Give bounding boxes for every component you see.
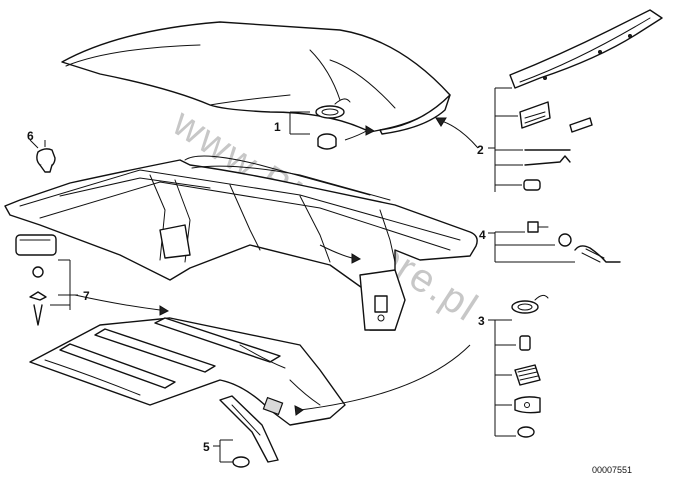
callout-4: 4 [479, 228, 486, 242]
arrow-part-7 [74, 294, 161, 311]
soft-top-cover [61, 21, 451, 135]
callout-1: 1 [274, 120, 281, 134]
callout-7: 7 [83, 289, 90, 303]
top-frame [4, 155, 478, 331]
callout-5: 5 [203, 440, 210, 454]
part-6-knob [36, 140, 56, 173]
leader-6 [29, 139, 39, 149]
part-1-clip-set [315, 98, 351, 150]
leader-3 [488, 319, 516, 437]
arrow-head-icon [351, 253, 362, 264]
arrow-frame-link [319, 244, 353, 259]
arrow-part-1 [344, 129, 369, 141]
leader-2 [488, 87, 523, 192]
part-7-clips [15, 234, 57, 326]
callout-6: 6 [27, 129, 34, 143]
part-4-spring-set [527, 221, 621, 263]
leader-4 [488, 231, 575, 263]
part-3-set [511, 294, 549, 438]
arrow-head-icon [159, 305, 170, 316]
arrow-head-icon [365, 125, 376, 136]
leader-7 [50, 259, 78, 310]
callout-2: 2 [477, 143, 484, 157]
headliner-lining [29, 317, 346, 426]
callout-3: 3 [478, 314, 485, 328]
arrow-head-icon [435, 117, 447, 127]
diagram-code: 00007551 [592, 465, 632, 475]
leader-1 [289, 111, 310, 135]
part-2-set [509, 9, 663, 191]
leader-5 [213, 439, 233, 463]
part-5-bracket [219, 395, 279, 468]
arrow-lining-link [299, 344, 471, 411]
arrow-head-icon [294, 405, 304, 416]
arrow-to-cover [437, 119, 479, 149]
